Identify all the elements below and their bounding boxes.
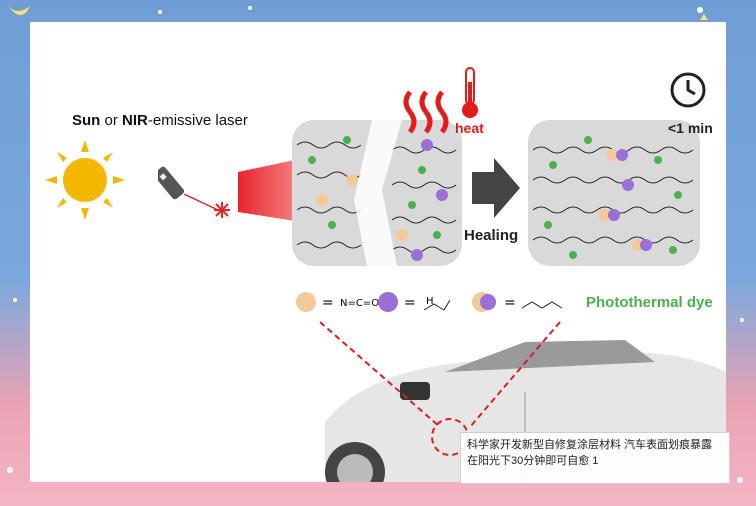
svg-text:H: H bbox=[426, 296, 434, 307]
svg-text:=: = bbox=[404, 295, 416, 311]
sun-word: Sun bbox=[72, 112, 101, 129]
healed-coating-panel bbox=[528, 120, 700, 266]
polymer-network-healed bbox=[532, 136, 694, 259]
svg-text:=: = bbox=[504, 295, 516, 311]
heat-label: heat bbox=[455, 120, 484, 136]
laser-pointer-icon bbox=[158, 166, 230, 218]
time-label: <1 min bbox=[668, 120, 713, 136]
clock-icon bbox=[670, 72, 706, 108]
laser-word: -emissive laser bbox=[147, 112, 248, 129]
sun-icon bbox=[45, 140, 125, 220]
or-word: or bbox=[100, 112, 123, 129]
photothermal-dye-label: Photothermal dye bbox=[586, 294, 713, 311]
healing-label: Healing bbox=[464, 227, 519, 244]
svg-text:=: = bbox=[322, 295, 334, 311]
heat-waves-icon bbox=[403, 90, 449, 134]
sun-laser-label: Sun or NIR-emissive laser bbox=[72, 112, 248, 129]
polymer-network-damaged bbox=[296, 120, 457, 266]
healing-arrow-icon bbox=[472, 158, 520, 218]
chemistry-legend: = N=C=O = H = bbox=[296, 292, 563, 312]
thermometer-icon bbox=[462, 67, 478, 118]
svg-text:N=C=O: N=C=O bbox=[340, 298, 379, 309]
content-card: Sun or NIR-emissive laser bbox=[30, 22, 730, 484]
nir-word: NIR bbox=[122, 112, 148, 129]
damaged-coating-panel bbox=[292, 120, 462, 266]
news-caption: 科学家开发新型自修复涂层材料 汽车表面划痕暴露在阳光下30分钟即可自愈 1 bbox=[460, 432, 730, 484]
